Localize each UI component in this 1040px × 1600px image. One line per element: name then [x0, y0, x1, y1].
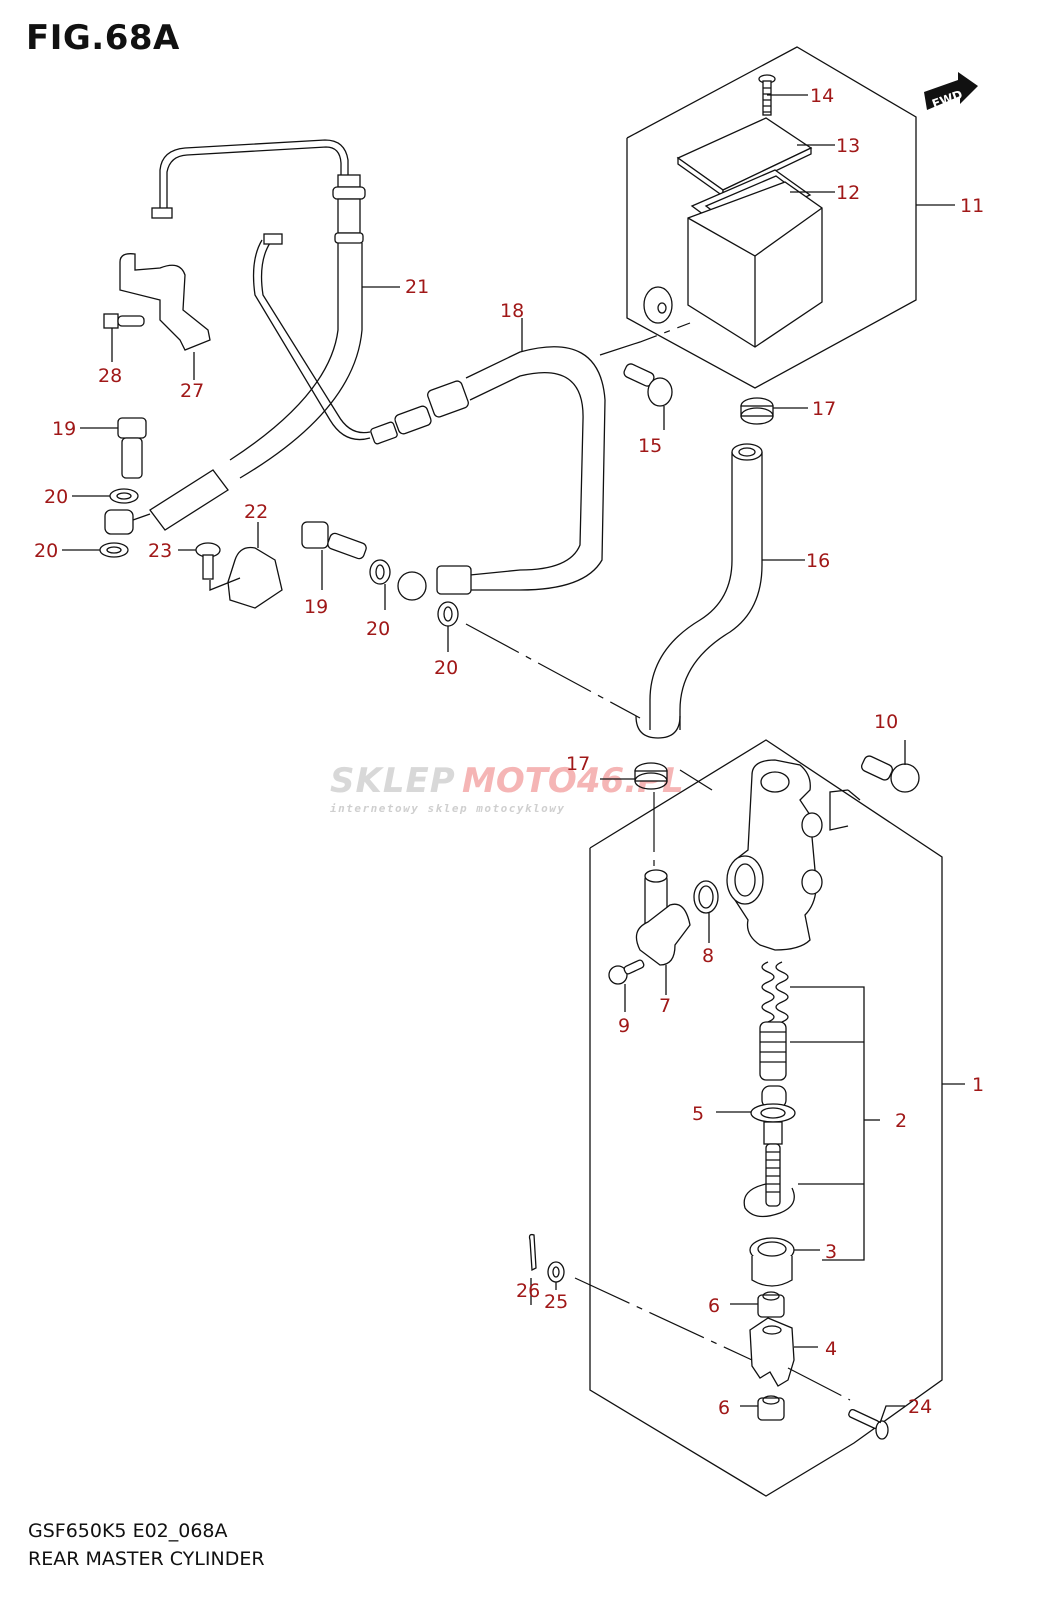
- brake-hose-part-21: [151, 139, 400, 479]
- callout-3: 3: [825, 1241, 837, 1263]
- o-ring-part-8: [693, 880, 719, 943]
- callout-8: 8: [702, 945, 714, 967]
- callout-7: 7: [659, 995, 671, 1017]
- bolt-part-10: [829, 740, 920, 831]
- callout-28: 28: [98, 365, 122, 387]
- screw-part-14: [758, 74, 776, 116]
- master-cylinder-body: [726, 759, 823, 951]
- callout-9: 9: [618, 1015, 630, 1037]
- bolt-part-28: [103, 313, 145, 362]
- boot-part-3: [749, 1237, 820, 1287]
- callout-25: 25: [544, 1291, 568, 1313]
- bolt-part-15: [599, 322, 691, 430]
- callout-labels: 1 2 3 4 5 6 6 7 8 9 10 11 12 13 14 15 16…: [34, 85, 984, 1419]
- pushrod-part-5: [716, 1085, 796, 1207]
- reservoir-body: [643, 181, 823, 348]
- washer-part-20-lower-left: [62, 542, 129, 558]
- callout-6-upper: 6: [708, 1295, 720, 1317]
- watermark-brand-gray: SKLEP: [330, 761, 456, 801]
- hose-clamp-part-17-top: [740, 397, 808, 425]
- callout-18: 18: [500, 300, 524, 322]
- nut-part-6-upper: [730, 1291, 785, 1318]
- clevis-part-4: [749, 1317, 818, 1387]
- assembly-name: REAR MASTER CYLINDER: [28, 1548, 265, 1570]
- cotter-pin-part-26: [528, 1233, 537, 1305]
- callout-26: 26: [516, 1280, 540, 1302]
- watermark: SKLEP MOTO46.PL internetowy sklep motocy…: [330, 761, 684, 815]
- callout-20-upper-left: 20: [44, 486, 68, 508]
- callout-19-left: 19: [52, 418, 76, 440]
- banjo-bolt-part-19-left: [80, 417, 147, 479]
- clevis-pin-part-24: [787, 1367, 905, 1440]
- piston-kit-part-2: [759, 961, 880, 1261]
- banjo-fitting: [104, 469, 229, 535]
- model-code: GSF650K5 E02_068A: [28, 1520, 228, 1542]
- hose-clamp-part-22: [209, 522, 283, 609]
- callout-19-mid: 19: [304, 596, 328, 618]
- callout-13: 13: [836, 135, 860, 157]
- callout-1: 1: [972, 1074, 984, 1096]
- screw-part-9: [608, 959, 645, 1012]
- forward-arrow-icon: FWD: [924, 72, 978, 111]
- banjo-bolt-part-19-mid: [301, 521, 367, 590]
- callout-23: 23: [148, 540, 172, 562]
- brake-pipe: [252, 233, 371, 441]
- circlip: [743, 1183, 795, 1218]
- hose-clamp-part-17-lower: [600, 762, 668, 868]
- callout-24: 24: [908, 1396, 932, 1418]
- watermark-tagline: internetowy sklep motocyklowy: [330, 802, 566, 815]
- figure-title: FIG.68A: [26, 18, 180, 58]
- callout-17-top: 17: [812, 398, 836, 420]
- callout-17-lower: 17: [566, 753, 590, 775]
- callout-21: 21: [405, 276, 429, 298]
- callout-20-mid: 20: [366, 618, 390, 640]
- reservoir-hose-part-16: [635, 443, 805, 739]
- master-cylinder-assembly-group: [589, 739, 965, 1497]
- callout-20-lower-left: 20: [34, 540, 58, 562]
- callout-27: 27: [180, 380, 204, 402]
- screw-part-23: [178, 542, 221, 580]
- hose-bracket-part-27: [119, 253, 211, 380]
- callout-5: 5: [692, 1103, 704, 1125]
- reservoir-assembly-group: [626, 46, 955, 389]
- callout-2: 2: [895, 1110, 907, 1132]
- callout-11: 11: [960, 195, 984, 217]
- nut-part-6-lower: [740, 1395, 785, 1421]
- callout-20-right: 20: [434, 657, 458, 679]
- washer-part-20-mid: [369, 559, 391, 610]
- brake-hose-part-18: [370, 318, 606, 601]
- callout-15: 15: [638, 435, 662, 457]
- callout-16: 16: [806, 550, 830, 572]
- callout-14: 14: [810, 85, 834, 107]
- callout-6-lower: 6: [718, 1397, 730, 1419]
- washer-part-20-upper-left: [72, 488, 139, 504]
- hose-joint-part-7: [635, 869, 691, 995]
- callout-12: 12: [836, 182, 860, 204]
- washer-part-25: [547, 1261, 753, 1361]
- callout-10: 10: [874, 711, 898, 733]
- callout-22: 22: [244, 501, 268, 523]
- callout-4: 4: [825, 1338, 837, 1360]
- washer-part-20-right: [437, 601, 459, 652]
